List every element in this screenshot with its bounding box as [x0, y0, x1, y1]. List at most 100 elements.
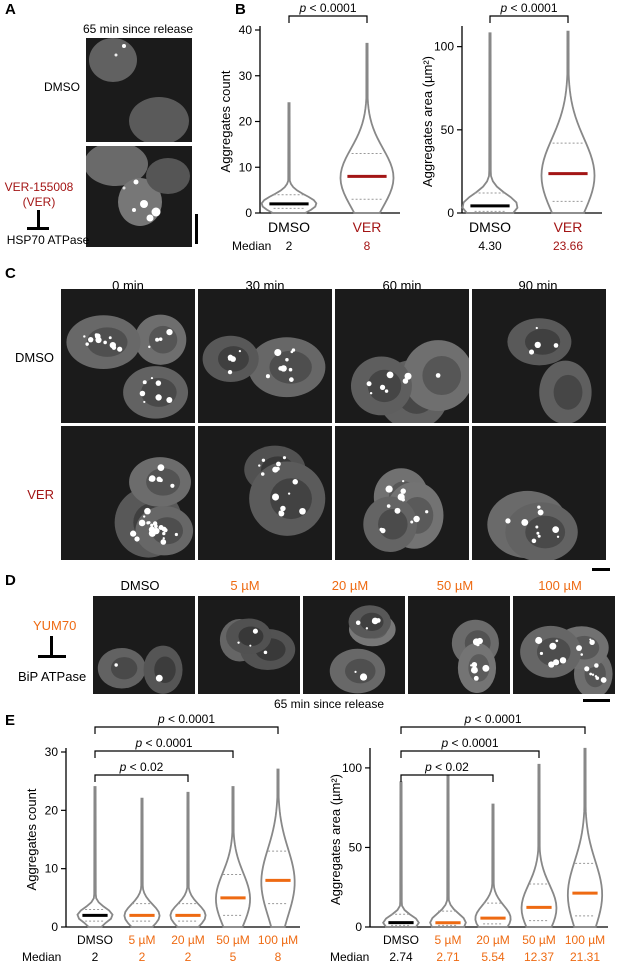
b-count-median-ver: 8 [363, 239, 371, 253]
y-tick-label: 50 [349, 840, 363, 854]
y-axis-label: Aggregates area (µm²) [328, 774, 343, 905]
micrograph-c-r0-c2 [335, 289, 469, 423]
category-label: DMSO [268, 219, 310, 235]
significance-bracket [400, 774, 494, 782]
e-median-value: 2.71 [436, 950, 460, 964]
e-median-value: 12.37 [523, 950, 555, 964]
violin [474, 803, 512, 928]
e-median-value: 5.54 [481, 950, 505, 964]
b-area-median-dmso: 4.30 [478, 239, 502, 253]
y-tick-label: 10 [239, 160, 253, 174]
y-tick-label: 50 [441, 123, 455, 137]
y-tick-label: 30 [239, 69, 253, 83]
d-cond-2: 20 µM [331, 578, 369, 593]
micrograph-c-r1-c3 [472, 426, 606, 560]
y-tick-label: 10 [45, 862, 59, 876]
significance-bracket [94, 726, 279, 734]
micrograph-d-1 [198, 596, 300, 694]
violin [260, 102, 318, 214]
panel-a-row-label: DMSO [44, 80, 80, 94]
category-label: 100 µM [565, 933, 605, 947]
p-value-label: p < 0.02 [119, 760, 164, 774]
c-row-dmso: DMSO [15, 350, 54, 365]
d-cond-1: 5 µM [230, 578, 260, 593]
micrograph-c-r1-c2 [335, 426, 469, 560]
scale-bar-d [583, 699, 610, 702]
e-median-value: 2.74 [389, 950, 413, 964]
b-area-median-ver: 23.66 [552, 239, 584, 253]
e-median-value: 2 [91, 950, 99, 964]
significance-bracket [94, 774, 189, 782]
violin [520, 763, 558, 928]
micrograph-c-r0-c0 [61, 289, 195, 423]
category-label: VER [353, 219, 382, 235]
micrograph-d-4 [513, 596, 615, 694]
p-value-label: p < 0.0001 [440, 736, 498, 750]
micrograph-c-r0-c3 [472, 289, 606, 423]
scale-bar-c [592, 568, 610, 571]
significance-bracket [288, 15, 368, 23]
e-median-value: 8 [274, 950, 282, 964]
category-label: DMSO [77, 933, 113, 947]
panel-a-target: HSP70 ATPase [6, 233, 90, 247]
panel-b-median-label: Median [232, 239, 272, 253]
significance-bracket [94, 750, 234, 758]
e-median-value: 5 [229, 950, 237, 964]
violin [76, 786, 114, 928]
e-median-value: 21.31 [569, 950, 601, 964]
category-label: 5 µM [129, 933, 156, 947]
e-count-median-label: Median [22, 950, 62, 964]
micrograph-a-ver [86, 146, 192, 247]
inhibition-stem-d [50, 636, 53, 657]
panel-label-b: B [235, 1, 246, 18]
violin [566, 747, 604, 928]
d-target: BiP ATPase [18, 669, 87, 684]
violin [215, 786, 251, 928]
significance-bracket [400, 750, 540, 758]
panel-label-d: D [5, 572, 16, 589]
d-drug-name: YUM70 [33, 618, 77, 633]
violin [260, 768, 296, 928]
significance-bracket [489, 15, 569, 23]
y-tick-label: 0 [245, 206, 252, 220]
p-value-label: p < 0.02 [424, 760, 469, 774]
e-median-value: 2 [138, 950, 146, 964]
category-label: DMSO [383, 933, 419, 947]
category-label: DMSO [469, 219, 511, 235]
category-label: 100 µM [258, 933, 298, 947]
category-label: 20 µM [476, 933, 510, 947]
inhibition-bar-a [27, 227, 49, 230]
category-label: 20 µM [171, 933, 205, 947]
b-count-median-dmso: 2 [285, 239, 293, 253]
e-median-value: 2 [184, 950, 192, 964]
y-tick-label: 0 [51, 920, 58, 934]
significance-bracket [400, 726, 586, 734]
y-tick-label: 0 [355, 920, 362, 934]
violin [540, 30, 596, 214]
p-value-label: p < 0.0001 [298, 1, 356, 15]
c-row-ver: VER [27, 487, 54, 502]
y-tick-label: 40 [239, 23, 253, 37]
scale-bar-a [195, 214, 198, 244]
y-tick-label: 100 [342, 761, 362, 775]
d-cond-3: 50 µM [436, 578, 474, 593]
violin [461, 32, 519, 214]
d-cond-4: 100 µM [538, 578, 582, 593]
panel-label-e: E [5, 712, 16, 729]
panel-label-c: C [5, 265, 16, 282]
micrograph-c-r1-c1 [198, 426, 332, 560]
category-label: 50 µM [522, 933, 556, 947]
violin [339, 42, 395, 214]
y-tick-label: 100 [434, 40, 454, 54]
violin [429, 774, 467, 928]
y-tick-label: 20 [45, 803, 59, 817]
inhibition-stem-a [37, 210, 40, 229]
micrograph-c-r0-c1 [198, 289, 332, 423]
p-value-label: p < 0.0001 [134, 736, 192, 750]
